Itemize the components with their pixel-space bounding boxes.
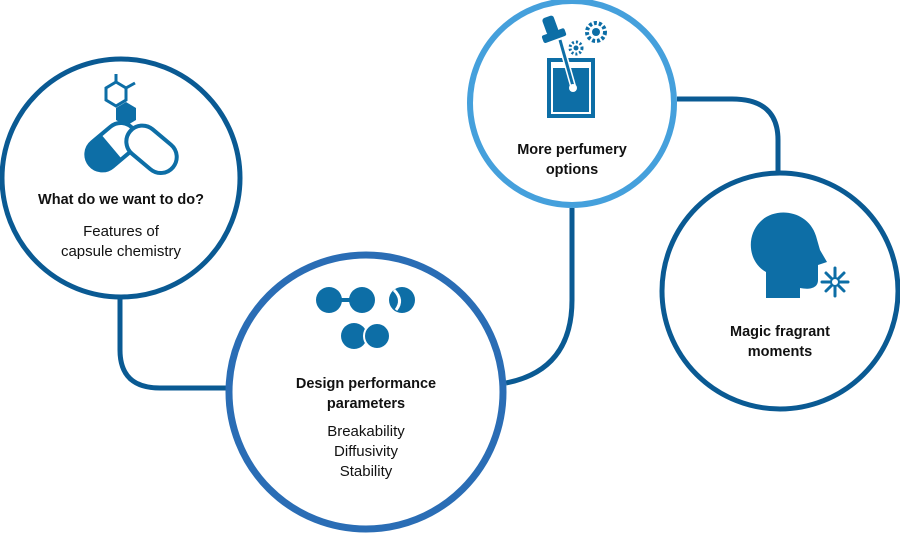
subtitle-line: capsule chemistry (60, 243, 182, 260)
title-line: moments (747, 344, 813, 360)
node-title-capsule-chemistry: What do we want to do? (38, 192, 204, 208)
title-line: More perfumery (517, 142, 627, 158)
perfume-dropper-icon (541, 15, 607, 118)
title-line: parameters (326, 396, 406, 412)
node-circle-capsule-chemistry (0, 56, 243, 300)
title-line: Design performance (295, 376, 437, 392)
node-title-fragrant-moments: Magic fragrant moments (690, 322, 870, 362)
connector-2-3 (505, 208, 575, 386)
capsule-molecule-icon (84, 74, 179, 175)
subtitle-line: Features of (83, 223, 159, 240)
node-circle-design-performance (225, 251, 507, 533)
node-title-perfumery-options: More perfumery options (482, 140, 662, 180)
connector-1-2 (117, 298, 232, 391)
title-line: options (545, 162, 599, 178)
capsule-spheres-icon (316, 287, 415, 350)
subtitle-line: Breakability (327, 423, 405, 440)
title-line: Magic fragrant (730, 324, 830, 340)
head-scent-icon (750, 212, 850, 298)
subtitle-line: Stability (339, 463, 393, 480)
node-subtitle-design-performance: Breakability Diffusivity Stability (256, 422, 476, 482)
node-title-design-performance: Design performance parameters (256, 374, 476, 414)
node-subtitle-capsule-chemistry: Features of capsule chemistry (16, 222, 226, 262)
connector-3-4 (677, 96, 781, 174)
subtitle-line: Diffusivity (334, 443, 398, 460)
